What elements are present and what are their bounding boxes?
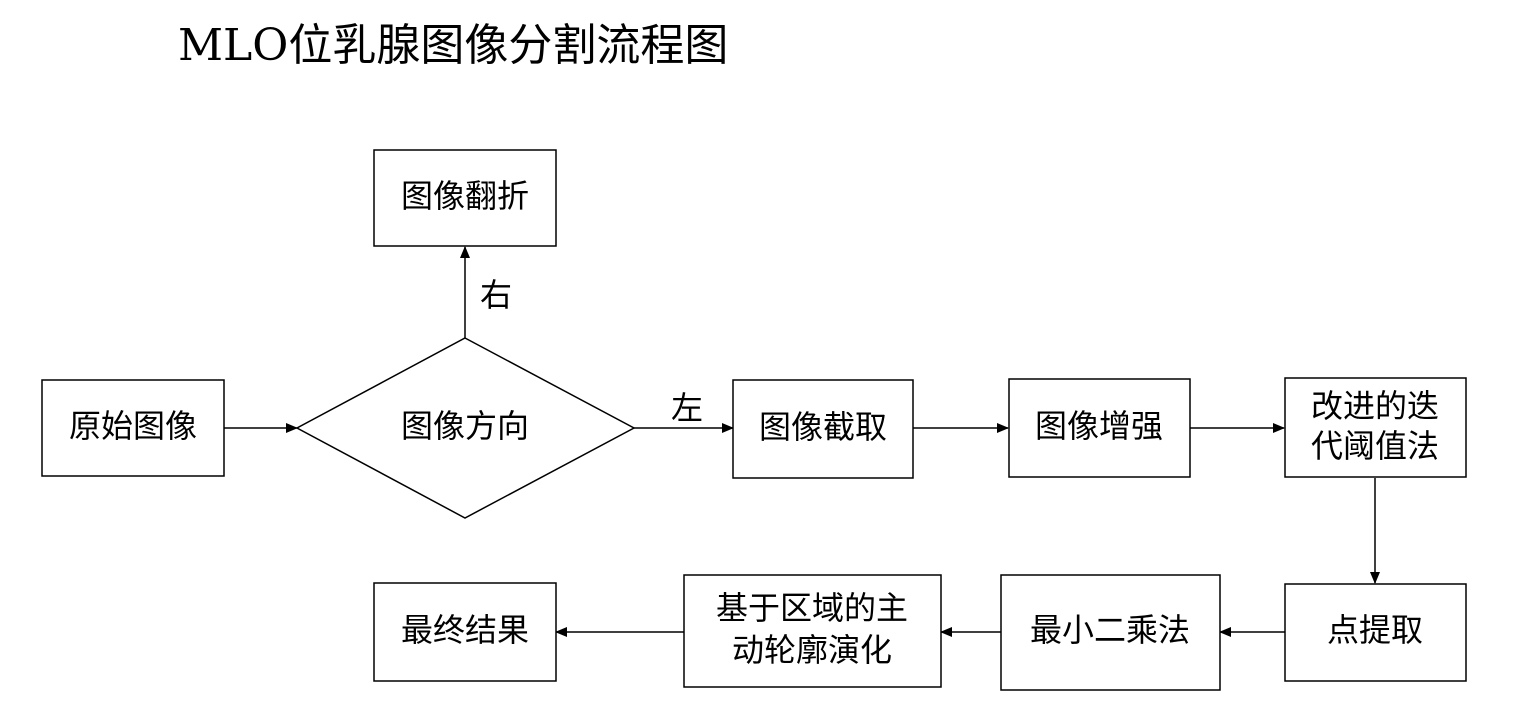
node-point-extraction-label: 点提取	[1327, 611, 1423, 649]
node-final-result-label: 最终结果	[401, 611, 529, 649]
node-image-crop: 图像截取	[732, 379, 914, 479]
node-image-flip: 图像翻折	[373, 149, 557, 247]
node-image-direction-label: 图像方向	[401, 407, 529, 445]
node-region-active-contour: 基于区域的主 动轮廓演化	[683, 574, 942, 688]
node-region-active-contour-label-line2: 动轮廓演化	[732, 631, 892, 669]
edge-label-left: 左	[671, 389, 703, 427]
node-image-flip-label: 图像翻折	[401, 177, 529, 215]
node-image-crop-label: 图像截取	[759, 408, 887, 446]
node-original-image: 原始图像	[41, 379, 225, 477]
node-image-enhance: 图像增强	[1008, 378, 1191, 478]
node-improved-threshold-label-line1: 改进的迭	[1311, 387, 1439, 425]
page-title: MLO位乳腺图像分割流程图	[178, 20, 729, 71]
node-original-image-label: 原始图像	[69, 407, 197, 445]
node-least-squares-label: 最小二乘法	[1030, 611, 1190, 649]
node-image-enhance-label: 图像增强	[1035, 407, 1163, 445]
node-improved-threshold: 改进的迭 代阈值法	[1284, 377, 1467, 478]
node-least-squares: 最小二乘法	[1000, 574, 1221, 691]
node-improved-threshold-label-line2: 代阈值法	[1311, 427, 1439, 465]
edge-label-right: 右	[480, 276, 512, 314]
node-image-direction-decision: 图像方向	[295, 337, 636, 519]
node-final-result: 最终结果	[373, 582, 557, 682]
node-region-active-contour-label-line1: 基于区域的主	[716, 589, 908, 627]
node-point-extraction: 点提取	[1284, 583, 1467, 682]
